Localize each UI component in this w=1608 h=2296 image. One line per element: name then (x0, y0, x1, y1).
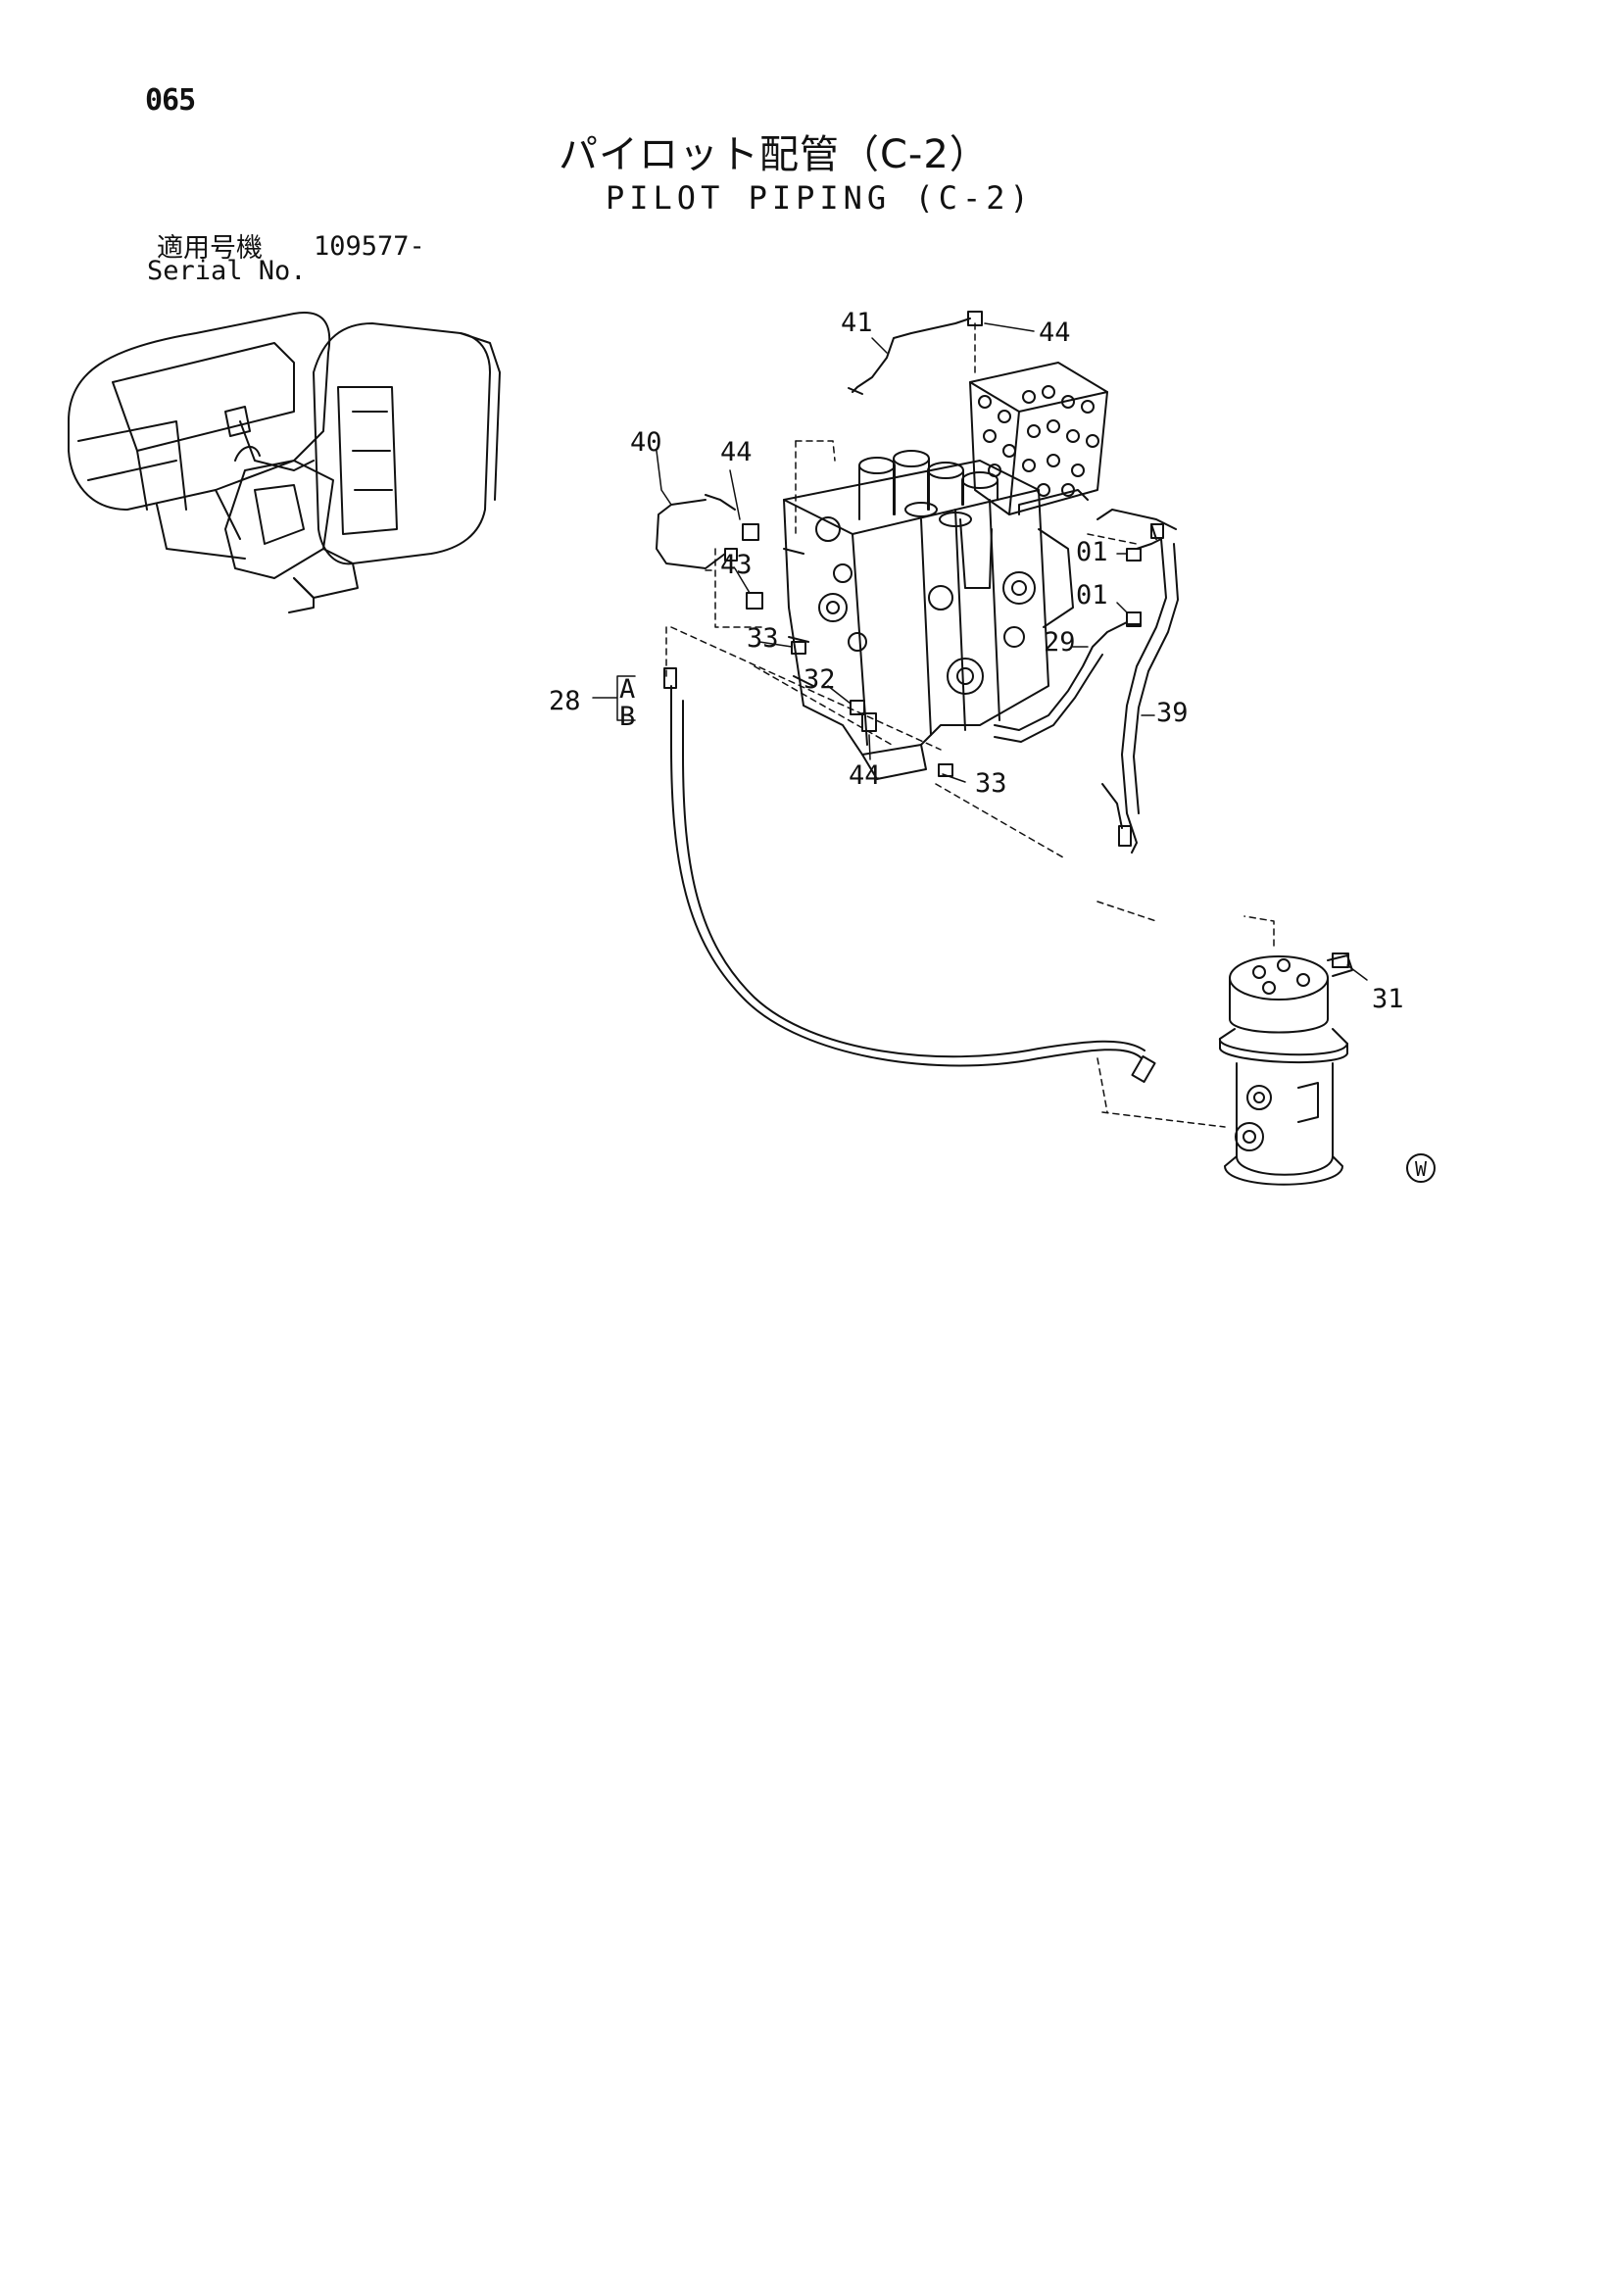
callout-33-bottom: 33 (975, 768, 1007, 799)
callout-32: 32 (804, 664, 836, 695)
fitting-44-mid (742, 523, 759, 541)
callout-28-a: A (619, 674, 635, 705)
control-valve-illustration (783, 450, 1074, 780)
fitting-31 (1332, 953, 1349, 968)
callout-44-top: 44 (1039, 318, 1071, 348)
serial-label-japanese: 適用号機 (157, 233, 263, 264)
swivel-joint-illustration (1218, 954, 1353, 1186)
callout-leader-lines (592, 322, 1368, 981)
callout-29: 29 (1044, 627, 1076, 658)
w-mark-circle (1406, 1153, 1436, 1183)
fitting-01-lower (1126, 611, 1142, 625)
callout-44-mid: 44 (720, 437, 753, 467)
page-number: 065 (145, 83, 196, 118)
hose-39 (1101, 538, 1179, 854)
callout-40: 40 (630, 427, 662, 458)
callout-43: 43 (720, 550, 753, 580)
connection-pipe-upper (1096, 509, 1177, 540)
serial-number-value: 109577- (314, 231, 425, 262)
callout-01-upper: 01 (1076, 537, 1108, 567)
callout-01-lower: 01 (1076, 580, 1108, 611)
callout-39: 39 (1156, 698, 1189, 728)
assembly-reference-lines (665, 322, 1275, 1128)
callout-28: 28 (549, 686, 581, 716)
serial-label-english: Serial No. (147, 256, 307, 286)
callout-41: 41 (841, 308, 873, 338)
fitting-33-left (791, 641, 806, 655)
callout-31: 31 (1372, 984, 1404, 1014)
callout-28-b: B (619, 702, 635, 732)
machine-overview-illustration (68, 312, 501, 613)
hose-28 (663, 667, 1156, 1084)
fitting-32 (850, 700, 865, 715)
callout-44-bottom: 44 (849, 760, 881, 791)
fitting-43 (746, 592, 763, 610)
callout-33-left: 33 (747, 623, 779, 654)
fitting-33-bottom (938, 763, 953, 777)
pilot-valve-block-illustration (969, 362, 1108, 515)
page-title-japanese: パイロット配管（C-2） (559, 132, 990, 177)
w-mark-letter: W (1415, 1157, 1428, 1181)
page-title-english: PILOT PIPING (C-2) (606, 179, 1034, 217)
fitting-01-upper (1126, 548, 1142, 562)
